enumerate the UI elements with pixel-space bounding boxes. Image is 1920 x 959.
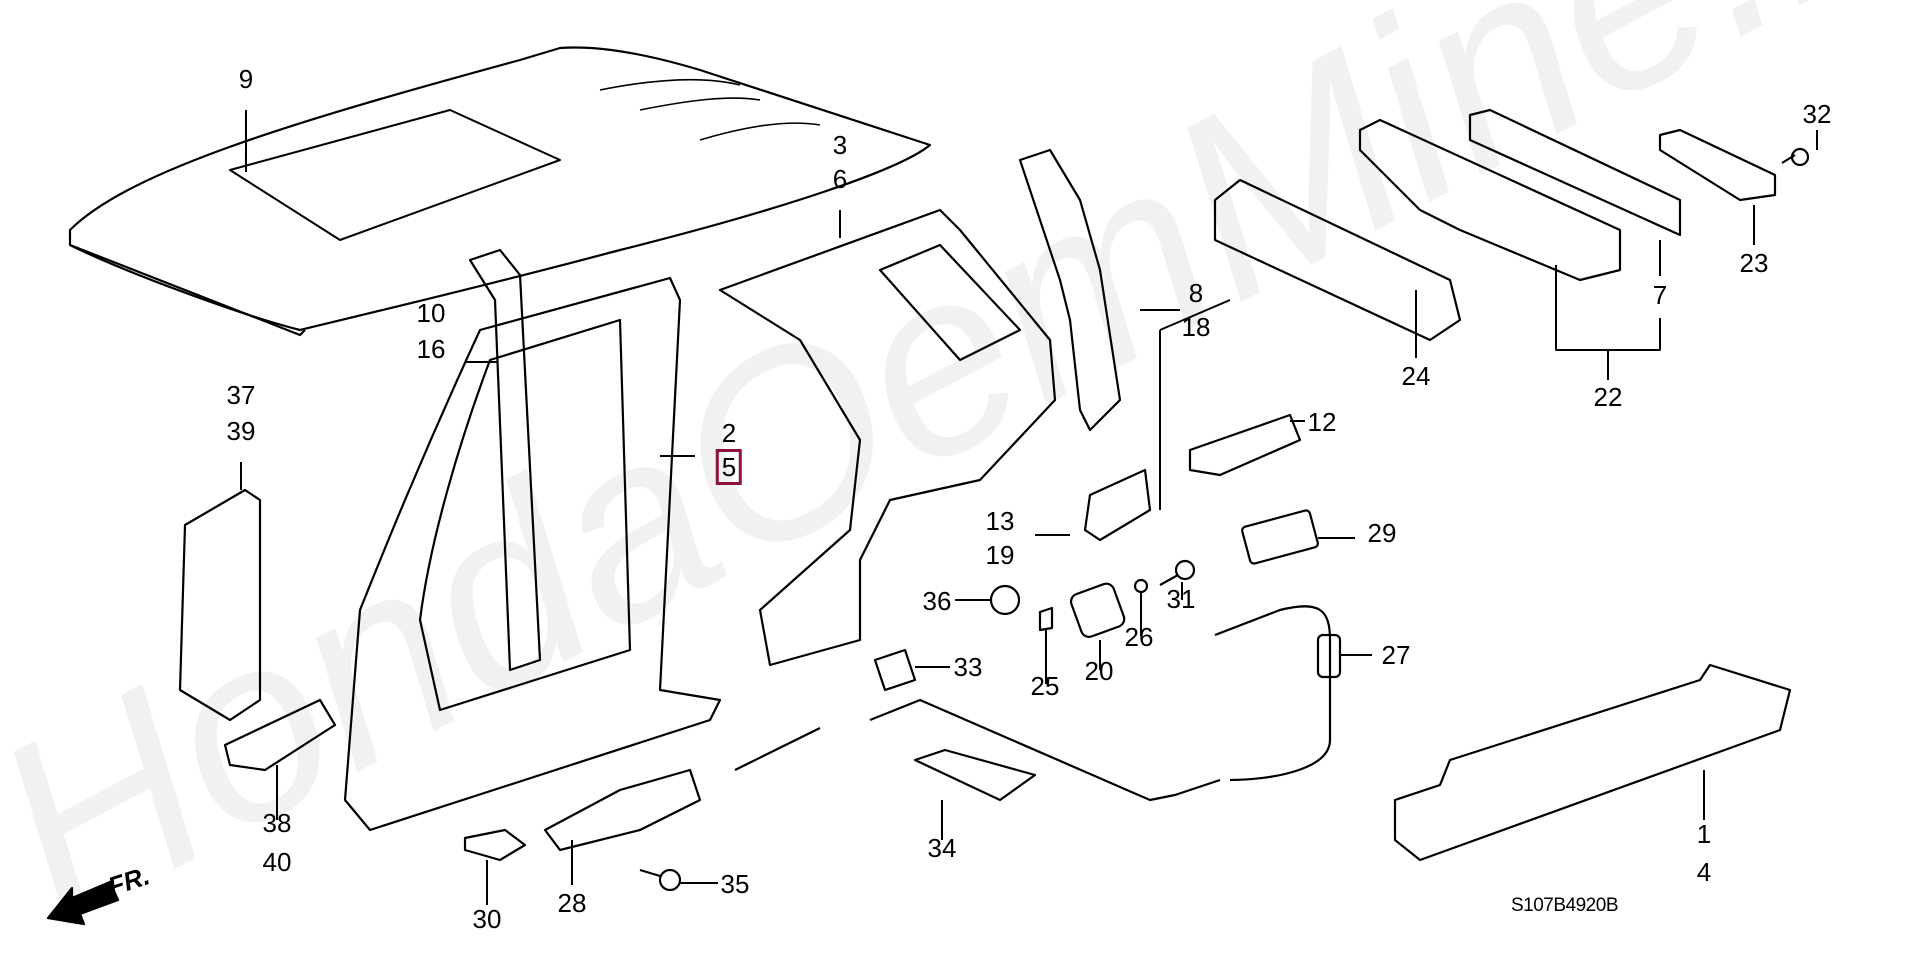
callout-40[interactable]: 40: [262, 847, 292, 877]
part-side-outer-panel[interactable]: [343, 276, 722, 832]
part-side-sill[interactable]: [1393, 663, 1792, 862]
diagram-code: S107B4920B: [1511, 895, 1619, 916]
part-bolt-31[interactable]: [1159, 559, 1196, 586]
callout-3[interactable]: 3: [832, 130, 848, 160]
callout-5-highlighted[interactable]: 5: [715, 449, 743, 485]
callout-35[interactable]: 35: [720, 869, 750, 899]
callout-7[interactable]: 7: [1652, 280, 1668, 310]
part-bolt-32[interactable]: [1781, 147, 1810, 167]
part-rear-panel[interactable]: [1358, 108, 1682, 282]
callout-29[interactable]: 29: [1367, 518, 1397, 548]
callout-10[interactable]: 10: [416, 298, 446, 328]
callout-4[interactable]: 4: [1696, 857, 1712, 887]
part-hinge-25[interactable]: [1038, 606, 1054, 632]
callout-36[interactable]: 36: [922, 586, 952, 616]
part-brace[interactable]: [1658, 128, 1777, 202]
callout-30[interactable]: 30: [472, 904, 502, 934]
callout-20[interactable]: 20: [1084, 656, 1114, 686]
callout-28[interactable]: 28: [557, 888, 587, 918]
part-fuel-lid-20[interactable]: [1069, 581, 1127, 639]
part-rear-quarter-panel[interactable]: [718, 208, 1057, 667]
callout-27[interactable]: 27: [1381, 640, 1411, 670]
part-bracket-37[interactable]: [178, 488, 262, 722]
callout-2[interactable]: 2: [721, 418, 737, 448]
callout-8[interactable]: 8: [1188, 278, 1204, 308]
part-bracket-38[interactable]: [223, 698, 337, 772]
callout-12[interactable]: 12: [1307, 407, 1337, 437]
callout-19[interactable]: 19: [985, 540, 1015, 570]
callout-31[interactable]: 31: [1166, 584, 1196, 614]
callout-37[interactable]: 37: [226, 380, 256, 410]
leader-lines: [240, 110, 1818, 905]
part-bracket-30[interactable]: [463, 828, 527, 862]
callout-32[interactable]: 32: [1802, 99, 1832, 129]
part-opener-cable-27[interactable]: [734, 605, 1342, 802]
callout-23[interactable]: 23: [1739, 248, 1769, 278]
part-switch-29[interactable]: [1241, 509, 1319, 565]
part-rear-pillar[interactable]: [1018, 148, 1122, 432]
callout-34[interactable]: 34: [927, 833, 957, 863]
callout-26[interactable]: 26: [1124, 622, 1154, 652]
callout-33[interactable]: 33: [953, 652, 983, 682]
part-clip-36[interactable]: [989, 584, 1021, 616]
callout-16[interactable]: 16: [416, 334, 446, 364]
callout-18[interactable]: 18: [1181, 312, 1211, 342]
callout-22[interactable]: 22: [1593, 382, 1623, 412]
front-direction-arrow: [46, 880, 120, 926]
part-bolt-35[interactable]: [639, 868, 682, 892]
part-bracket-12[interactable]: [1188, 413, 1302, 477]
callout-39[interactable]: 39: [226, 416, 256, 446]
part-striker-28[interactable]: [543, 768, 702, 852]
callout-9[interactable]: 9: [238, 64, 254, 94]
part-rear-floor-crossmember[interactable]: [1213, 178, 1462, 342]
callout-25[interactable]: 25: [1030, 671, 1060, 701]
part-bracket-13[interactable]: [1083, 468, 1152, 542]
callout-24[interactable]: 24: [1401, 361, 1431, 391]
callout-13[interactable]: 13: [985, 506, 1015, 536]
part-nut-26[interactable]: [1133, 578, 1149, 594]
callout-6[interactable]: 6: [832, 164, 848, 194]
part-roof-panel[interactable]: [68, 46, 932, 337]
part-pillar-inner[interactable]: [468, 248, 542, 672]
part-holder-33[interactable]: [873, 648, 917, 692]
callout-38[interactable]: 38: [262, 808, 292, 838]
callout-1[interactable]: 1: [1696, 819, 1712, 849]
part-insulator-34[interactable]: [913, 748, 1037, 802]
